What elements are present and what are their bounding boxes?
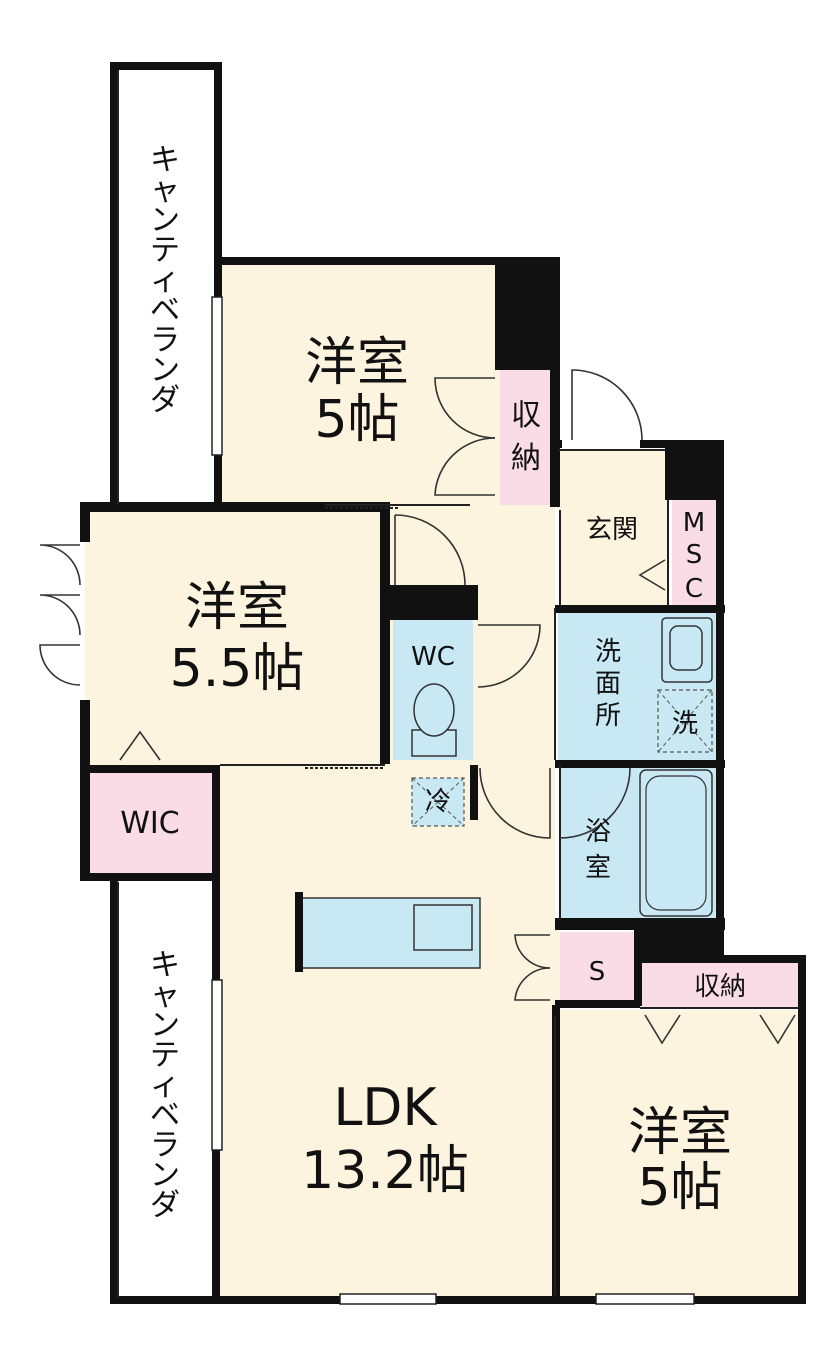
storage-bottom-label: 収納 — [694, 972, 746, 1002]
veranda-top-char-8: ン — [150, 353, 180, 388]
window-top-room — [211, 296, 223, 456]
washroom-label-3: 所 — [595, 701, 621, 731]
western-room-bottom — [560, 1010, 800, 1300]
veranda-top-char-4: テ — [150, 233, 180, 268]
wash-basin — [661, 617, 713, 683]
storage-top-label-2: 納 — [511, 441, 541, 476]
thin-lines — [117, 70, 798, 1305]
veranda-bottom-char-5: ィ — [150, 1068, 180, 1103]
veranda-bottom-char-7: ラ — [150, 1128, 180, 1163]
washer-label: 洗 — [672, 709, 698, 739]
washer-box — [657, 689, 713, 753]
veranda-top-label: キ ャ ン テ ィ ベ ラ ン ダ — [150, 143, 180, 418]
bathroom-label-1: 浴 — [585, 817, 611, 847]
fridge-label: 冷 — [425, 787, 451, 817]
kitchen-counter — [299, 897, 481, 969]
storage-top-label-1: 収 — [511, 398, 541, 433]
msc-area — [672, 500, 716, 606]
storage-bottom-area — [642, 962, 798, 1007]
veranda-bottom-char-4: テ — [150, 1038, 180, 1073]
washroom-label-1: 洗 — [595, 637, 621, 667]
wic-area — [85, 770, 215, 875]
veranda-top-char-5: ィ — [150, 263, 180, 298]
veranda-bottom-char-3: ン — [150, 1008, 180, 1043]
ldk-name: LDK — [333, 1078, 438, 1138]
veranda-top-char-3: ン — [150, 203, 180, 238]
door-swings — [39, 369, 796, 1045]
western-top-name: 洋室 — [305, 333, 409, 393]
storage-top-area — [500, 370, 552, 505]
bathtub — [639, 769, 713, 917]
toilet-bowl — [413, 683, 455, 737]
veranda-top-char-2: ャ — [150, 173, 180, 208]
kitchen-counter-edge — [295, 892, 303, 972]
window-ldk-left — [211, 979, 223, 1151]
entrance-label: 玄関 — [586, 515, 638, 545]
window-ldk-bottom — [339, 1293, 437, 1305]
veranda-top-area — [110, 65, 215, 505]
fridge-cross-2 — [411, 777, 465, 827]
window-room-bottom — [595, 1293, 695, 1305]
bathtub-inner — [645, 775, 707, 911]
western-room-left — [85, 510, 385, 765]
veranda-bottom-char-8: ン — [150, 1158, 180, 1193]
fixtures — [295, 617, 713, 972]
kitchen-sink — [413, 904, 473, 951]
veranda-bottom-char-1: キ — [150, 948, 180, 983]
western-bottom-size: 5帖 — [637, 1158, 722, 1218]
shoe-storage-label: S — [589, 957, 606, 987]
veranda-bottom-label: キ ャ ン テ ィ ベ ラ ン ダ — [150, 948, 180, 1223]
western-room-top — [220, 265, 500, 505]
western-left-name: 洋室 — [185, 578, 289, 638]
msc-label-3: C — [685, 574, 703, 604]
western-left-size: 5.5帖 — [170, 639, 305, 699]
wic-label: WIC — [120, 806, 179, 841]
msc-label-1: M — [683, 508, 705, 538]
veranda-bottom-area — [110, 880, 215, 1300]
wc-label: WC — [411, 642, 455, 672]
room-fills — [85, 65, 800, 1300]
labels: 洋室 5帖 洋室 5.5帖 洋室 5帖 LDK 13.2帖 収 納 収納 玄関 … — [120, 143, 746, 1223]
wash-basin-inner — [669, 625, 703, 671]
veranda-bottom-char-9: ダ — [150, 1188, 180, 1223]
ldk-size: 13.2帖 — [301, 1141, 469, 1201]
western-top-size: 5帖 — [314, 390, 399, 450]
veranda-top-char-1: キ — [150, 143, 180, 178]
shoe-storage-area — [560, 932, 634, 1004]
veranda-top-char-7: ラ — [150, 323, 180, 358]
veranda-bottom-char-6: ベ — [150, 1098, 180, 1133]
msc-label-2: S — [686, 540, 703, 570]
veranda-top-char-6: ベ — [150, 293, 180, 328]
washroom-label-2: 面 — [595, 669, 621, 699]
western-bottom-name: 洋室 — [628, 1103, 732, 1163]
bathroom-label-2: 室 — [585, 853, 611, 883]
veranda-bottom-char-2: ャ — [150, 978, 180, 1013]
walls — [80, 62, 806, 1304]
veranda-top-char-9: ダ — [150, 383, 180, 418]
